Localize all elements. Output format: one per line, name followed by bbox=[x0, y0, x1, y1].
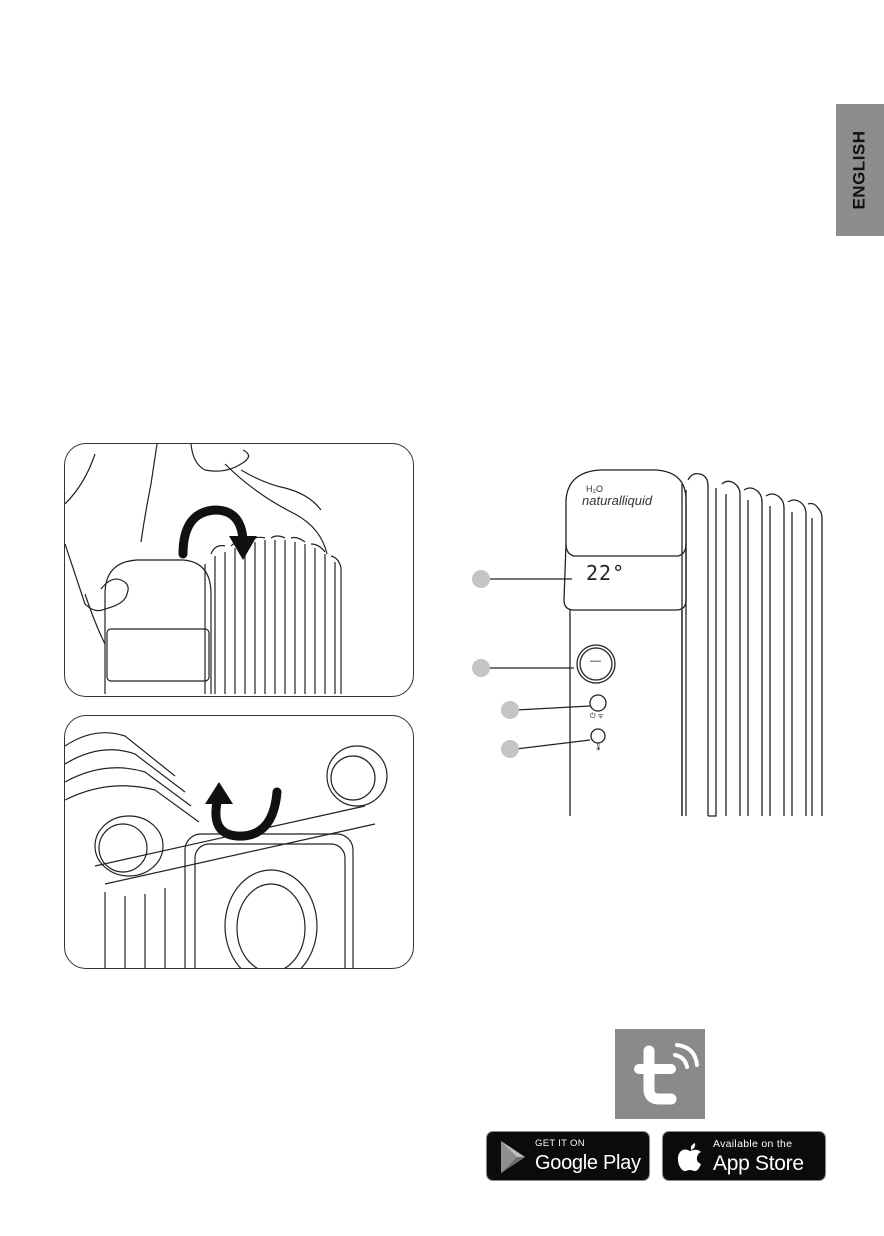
knob-symbol[interactable]: — bbox=[590, 655, 601, 667]
app-store-small-text: Available on the bbox=[713, 1138, 792, 1150]
google-play-big-text: Google Play bbox=[535, 1152, 641, 1175]
callout-marker-1 bbox=[472, 570, 490, 588]
google-play-icon bbox=[495, 1135, 535, 1179]
language-tab: ENGLISH bbox=[836, 104, 884, 236]
rotate-heater-drawing bbox=[65, 444, 413, 696]
illustration-rotate-heater bbox=[64, 443, 414, 697]
app-store-badge[interactable]: Available on the App Store bbox=[662, 1131, 826, 1181]
callout-marker-2 bbox=[472, 659, 490, 677]
temperature-display: 22° bbox=[586, 561, 625, 585]
turn-knob-drawing bbox=[65, 716, 413, 968]
illustration-turn-knob bbox=[64, 715, 414, 969]
power-wifi-icon: ⏻ ᯤ bbox=[590, 712, 604, 721]
brand-name: naturalliquid bbox=[582, 493, 652, 508]
thermometer-icon: 🌡 bbox=[594, 743, 603, 751]
google-play-small-text: GET IT ON bbox=[535, 1138, 585, 1149]
tuya-smart-icon[interactable] bbox=[615, 1029, 705, 1119]
language-tab-label: ENGLISH bbox=[850, 130, 870, 209]
google-play-badge[interactable]: GET IT ON Google Play bbox=[486, 1131, 650, 1181]
apple-icon bbox=[675, 1139, 705, 1175]
tuya-logo-icon bbox=[615, 1029, 705, 1119]
callout-marker-3 bbox=[501, 701, 519, 719]
heater-outline bbox=[460, 460, 840, 820]
callout-marker-4 bbox=[501, 740, 519, 758]
app-store-big-text: App Store bbox=[713, 1152, 804, 1176]
heater-front-view: H₂O naturalliquid 22° — ⏻ ᯤ 🌡 bbox=[460, 460, 840, 820]
